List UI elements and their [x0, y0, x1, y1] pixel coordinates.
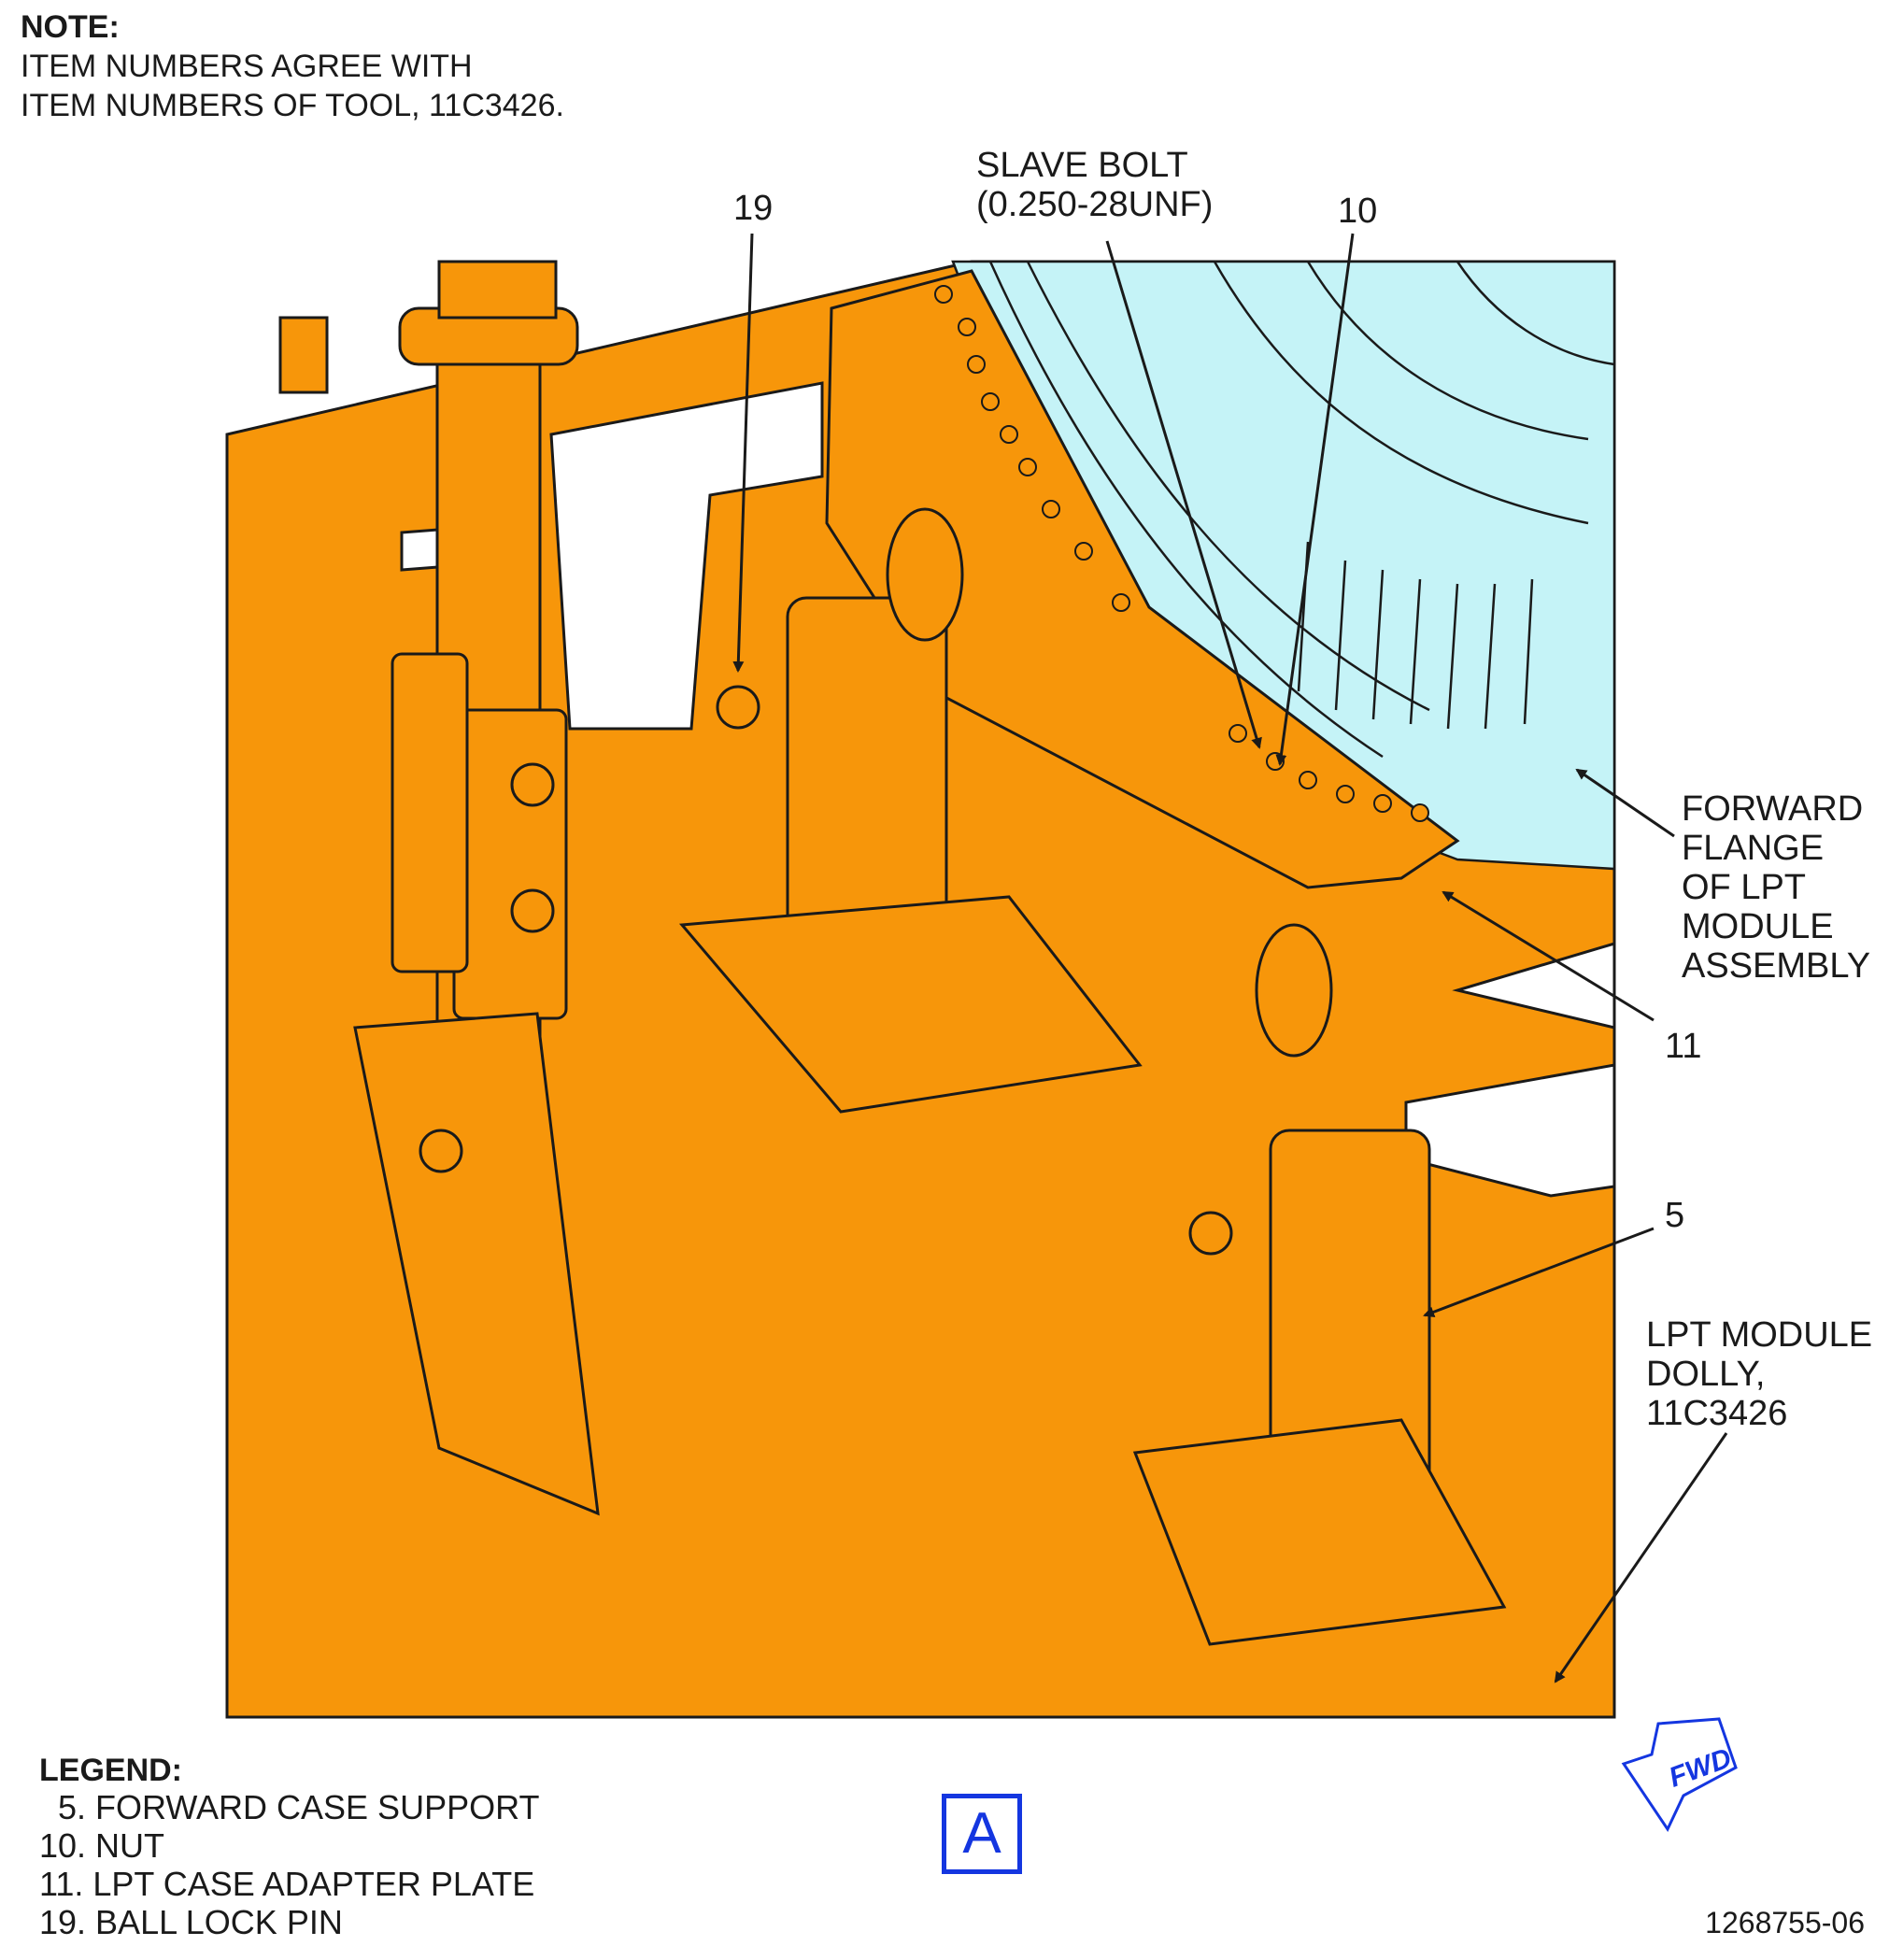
callout-forward-flange-1: FORWARD [1682, 789, 1864, 829]
callout-forward-flange-5: ASSEMBLY [1682, 946, 1871, 986]
leader-lines [732, 233, 1728, 1683]
fwd-arrow-icon [1621, 1717, 1738, 1833]
callout-forward-flange-2: FLANGE [1682, 829, 1825, 868]
center-support [678, 269, 1507, 1646]
note-title: NOTE: [21, 9, 120, 45]
legend-item-19: 19. BALL LOCK PIN [39, 1903, 343, 1941]
callout-dolly-2: DOLLY, [1646, 1355, 1766, 1394]
callout-item-11: 11 [1665, 1027, 1702, 1066]
legend-item-10: 10. NUT [39, 1826, 165, 1865]
callout-item-10: 10 [1338, 192, 1378, 231]
callout-dolly-3: 11C3426 [1646, 1394, 1788, 1433]
figure-number: 1268755-06 [1705, 1906, 1865, 1939]
flange-bolts [934, 285, 1429, 822]
view-label-box: A [942, 1794, 1022, 1874]
callout-item-5: 5 [1665, 1196, 1685, 1235]
legend-item-11: 11. LPT CASE ADAPTER PLATE [39, 1865, 535, 1903]
callout-forward-flange-4: MODULE [1682, 907, 1834, 946]
callout-item-19: 19 [733, 189, 774, 228]
note-line-2: ITEM NUMBERS OF TOOL, 11C3426. [21, 88, 564, 123]
callout-slave-bolt-1: SLAVE BOLT [976, 146, 1188, 185]
callout-slave-bolt-2: (0.250-28UNF) [976, 185, 1214, 224]
callout-forward-flange-3: OF LPT [1682, 868, 1807, 907]
legend-item-5: 5. FORWARD CASE SUPPORT [39, 1788, 540, 1826]
note-line-1: ITEM NUMBERS AGREE WITH [21, 49, 473, 84]
frame-gaps [400, 381, 1616, 1198]
callout-dolly-1: LPT MODULE [1646, 1315, 1873, 1355]
legend-title: LEGEND: [39, 1753, 182, 1788]
ball-lock-pins [419, 685, 1233, 1256]
